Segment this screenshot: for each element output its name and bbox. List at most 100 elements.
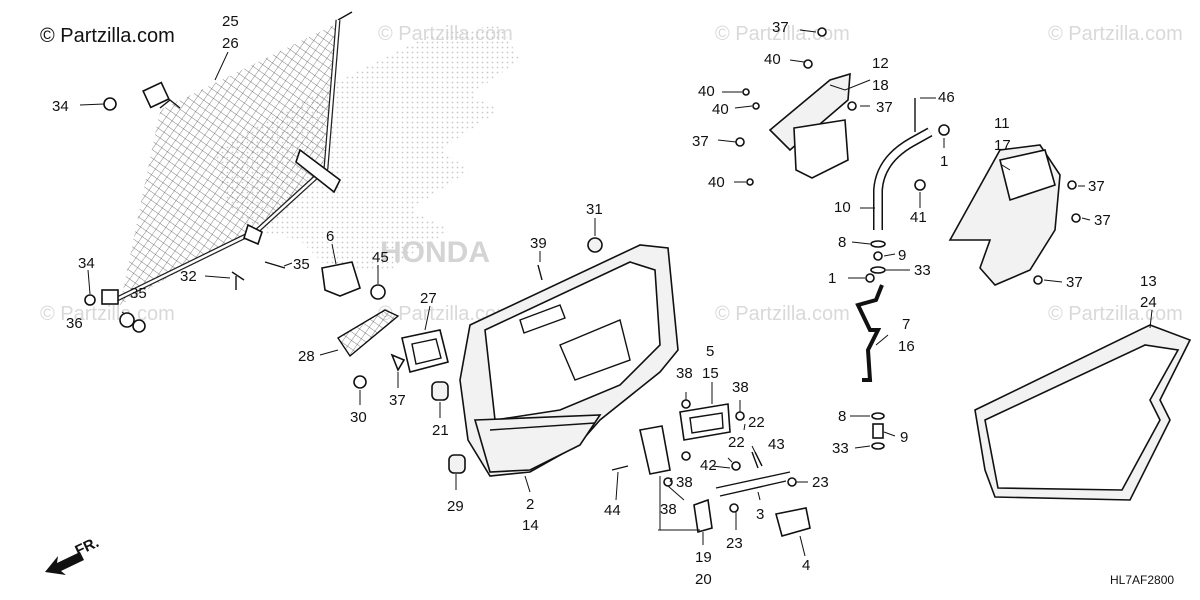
callout-30: 30	[350, 409, 367, 426]
callout-21: 21	[432, 422, 449, 439]
callout-4: 4	[802, 557, 810, 574]
callout-11: 11	[994, 115, 1010, 132]
pocket-net-28	[337, 309, 400, 358]
hinge-bracket-12	[768, 72, 851, 179]
svg-text:HONDA: HONDA	[380, 236, 490, 269]
watermark-layer: © Partzilla.com © Partzilla.com © Partzi…	[40, 23, 1183, 325]
nut-30	[353, 375, 367, 389]
callout-38: 38	[732, 379, 749, 396]
callout-31: 31	[586, 201, 603, 218]
callout-34: 34	[52, 98, 69, 115]
callout-13: 13	[1140, 273, 1157, 290]
grommet-29	[448, 454, 466, 474]
callout-numbers: 25 26 34 34 35 36 32 35 6 45 27 28 30 37…	[52, 13, 1157, 588]
callout-34: 34	[78, 255, 95, 272]
bracket-6	[321, 261, 361, 297]
callout-1: 1	[940, 153, 948, 170]
wing-logo-watermark: HONDA	[215, 25, 520, 270]
callout-45: 45	[372, 249, 389, 266]
diagram-code: HL7AF2800	[1110, 573, 1174, 587]
grommet-21	[431, 381, 449, 401]
callout-40: 40	[712, 101, 729, 118]
door-panel-2	[459, 244, 679, 477]
clip-37	[390, 353, 406, 372]
callout-40: 40	[698, 83, 715, 100]
bracket-44	[639, 425, 671, 475]
callout-8: 8	[838, 408, 846, 425]
front-label: FR.	[73, 534, 102, 560]
callout-22: 22	[728, 434, 745, 451]
callout-12: 12	[872, 55, 889, 72]
callout-42: 42	[700, 457, 717, 474]
callout-9: 9	[900, 429, 908, 446]
callout-17: 17	[994, 137, 1011, 154]
callout-44: 44	[604, 502, 621, 519]
callout-40: 40	[764, 51, 781, 68]
clip-35	[264, 261, 286, 269]
callout-22: 22	[748, 414, 765, 431]
callout-43: 43	[768, 436, 785, 453]
callout-37: 37	[389, 392, 406, 409]
callout-8: 8	[838, 234, 846, 251]
callout-2: 2	[526, 496, 534, 513]
callout-1: 1	[828, 270, 836, 287]
watermark: © Partzilla.com	[40, 303, 175, 325]
callout-40: 40	[708, 174, 725, 191]
callout-37: 37	[1094, 212, 1111, 229]
callout-37: 37	[876, 99, 893, 116]
callout-9: 9	[898, 247, 906, 264]
callout-38: 38	[676, 365, 693, 382]
callout-18: 18	[872, 77, 889, 94]
callout-23: 23	[812, 474, 829, 491]
callout-33: 33	[914, 262, 931, 279]
latch-4	[775, 507, 811, 537]
callout-37: 37	[772, 19, 789, 36]
callout-15: 15	[702, 365, 719, 382]
watermark: © Partzilla.com	[378, 303, 513, 325]
watermark: © Partzilla.com	[1048, 23, 1183, 45]
callout-35: 35	[293, 256, 310, 273]
callout-37: 37	[1066, 274, 1083, 291]
callout-36: 36	[66, 315, 83, 332]
callout-20: 20	[695, 571, 712, 588]
watermark: © Partzilla.com	[715, 23, 850, 45]
cover-27	[401, 329, 449, 373]
clip-42	[731, 461, 741, 471]
callout-39: 39	[530, 235, 547, 252]
callout-24: 24	[1140, 294, 1157, 311]
callout-14: 14	[522, 517, 539, 534]
brand-label: © Partzilla.com	[40, 25, 175, 47]
leader-lines	[79, 29, 1153, 557]
spring-43	[751, 451, 763, 469]
callout-33: 33	[832, 440, 849, 457]
callout-23: 23	[726, 535, 743, 552]
watermark: © Partzilla.com	[715, 303, 850, 325]
callout-3: 3	[756, 506, 764, 523]
callout-46: 46	[938, 89, 955, 106]
callout-29: 29	[447, 498, 464, 515]
callout-6: 6	[326, 228, 334, 245]
callout-27: 27	[420, 290, 437, 307]
hinge-rod-10	[874, 128, 932, 230]
callout-28: 28	[298, 348, 315, 365]
rod-3	[715, 471, 791, 489]
bolt-45	[370, 284, 386, 300]
screw-32	[231, 271, 245, 290]
callout-10: 10	[834, 199, 851, 216]
callout-35: 35	[130, 285, 147, 302]
watermark: © Partzilla.com	[1048, 303, 1183, 325]
cargo-net-assembly	[84, 11, 353, 333]
callout-19: 19	[695, 549, 712, 566]
callout-41: 41	[910, 209, 927, 226]
callout-37: 37	[1088, 178, 1105, 195]
screw-39	[537, 264, 543, 281]
callout-25: 25	[222, 13, 239, 30]
callout-5: 5	[706, 343, 714, 360]
callout-37: 37	[692, 133, 709, 150]
callout-7: 7	[902, 316, 910, 333]
grommet-31	[587, 237, 603, 253]
lock-19	[693, 498, 713, 534]
callout-26: 26	[222, 35, 239, 52]
callout-38: 38	[660, 501, 677, 518]
callout-16: 16	[898, 338, 915, 355]
